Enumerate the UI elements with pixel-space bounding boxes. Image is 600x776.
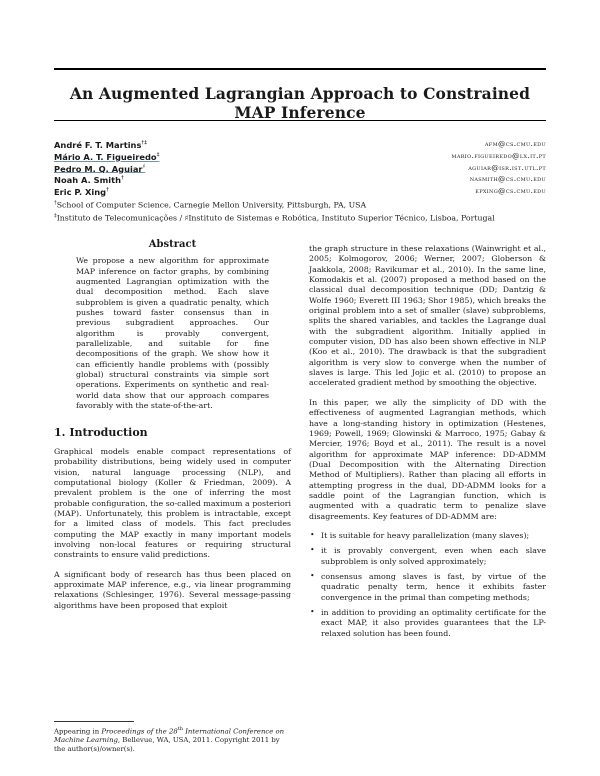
author-row: Noah A. Smith† nasmith@cs.cmu.edu (54, 173, 546, 185)
paragraph: the graph structure in these relaxations… (309, 244, 546, 388)
author-name: Noah A. Smith† (54, 175, 124, 186)
author-row: André F. T. Martins†‡ afm@cs.cmu.edu (54, 138, 546, 150)
list-item: it is provably convergent, even when eac… (309, 545, 546, 567)
paragraph: Graphical models enable compact represen… (54, 446, 291, 560)
title-rule-top (54, 68, 546, 70)
list-item: in addition to providing an optimality c… (309, 607, 546, 639)
author-row: Pedro M. Q. Aguiar♯ aguiar@isr.ist.utl.p… (54, 162, 546, 174)
paper-title: An Augmented Lagrangian Approach to Cons… (69, 84, 531, 122)
feature-list: It is suitable for heavy parallelization… (309, 530, 546, 639)
footnote-rule (54, 721, 134, 722)
list-item: It is suitable for heavy parallelization… (309, 530, 546, 541)
author-row: Mário A. T. Figueiredo‡ mario.figueiredo… (54, 150, 546, 162)
author-email[interactable]: epxing@cs.cmu.edu (475, 186, 546, 196)
left-column: Abstract We propose a new algorithm for … (54, 239, 291, 620)
author-name: Eric P. Xing† (54, 186, 109, 197)
paragraph: A significant body of research has thus … (54, 569, 291, 610)
title-rule-bottom (54, 120, 546, 121)
author-block: André F. T. Martins†‡ afm@cs.cmu.edu Már… (54, 138, 546, 197)
author-email[interactable]: aguiar@isr.ist.utl.pt (468, 162, 546, 172)
affiliation-line: ‡Instituto de Telecomunicações / ♯Instit… (54, 212, 495, 223)
affiliation-line: †School of Computer Science, Carnegie Me… (54, 200, 367, 210)
author-email[interactable]: mario.figueiredo@lx.it.pt (451, 150, 546, 160)
affiliations: †School of Computer Science, Carnegie Me… (54, 198, 554, 223)
section-heading: 1. Introduction (54, 425, 148, 439)
abstract-text: We propose a new algorithm for approxima… (76, 256, 269, 411)
author-name: André F. T. Martins†‡ (54, 139, 147, 150)
author-name: Pedro M. Q. Aguiar♯ (54, 163, 146, 174)
author-row: Eric P. Xing† epxing@cs.cmu.edu (54, 185, 546, 197)
list-item: consensus among slaves is fast, by virtu… (309, 571, 546, 603)
right-column: the graph structure in these relaxations… (309, 244, 546, 644)
abstract-heading: Abstract (148, 239, 197, 250)
author-email[interactable]: nasmith@cs.cmu.edu (469, 174, 546, 184)
author-email[interactable]: afm@cs.cmu.edu (484, 139, 546, 148)
footnote: Appearing in Proceedings of the 28th Int… (54, 721, 285, 754)
paragraph: In this paper, we ally the simplicity of… (309, 397, 546, 521)
author-name: Mário A. T. Figueiredo‡ (54, 151, 160, 162)
